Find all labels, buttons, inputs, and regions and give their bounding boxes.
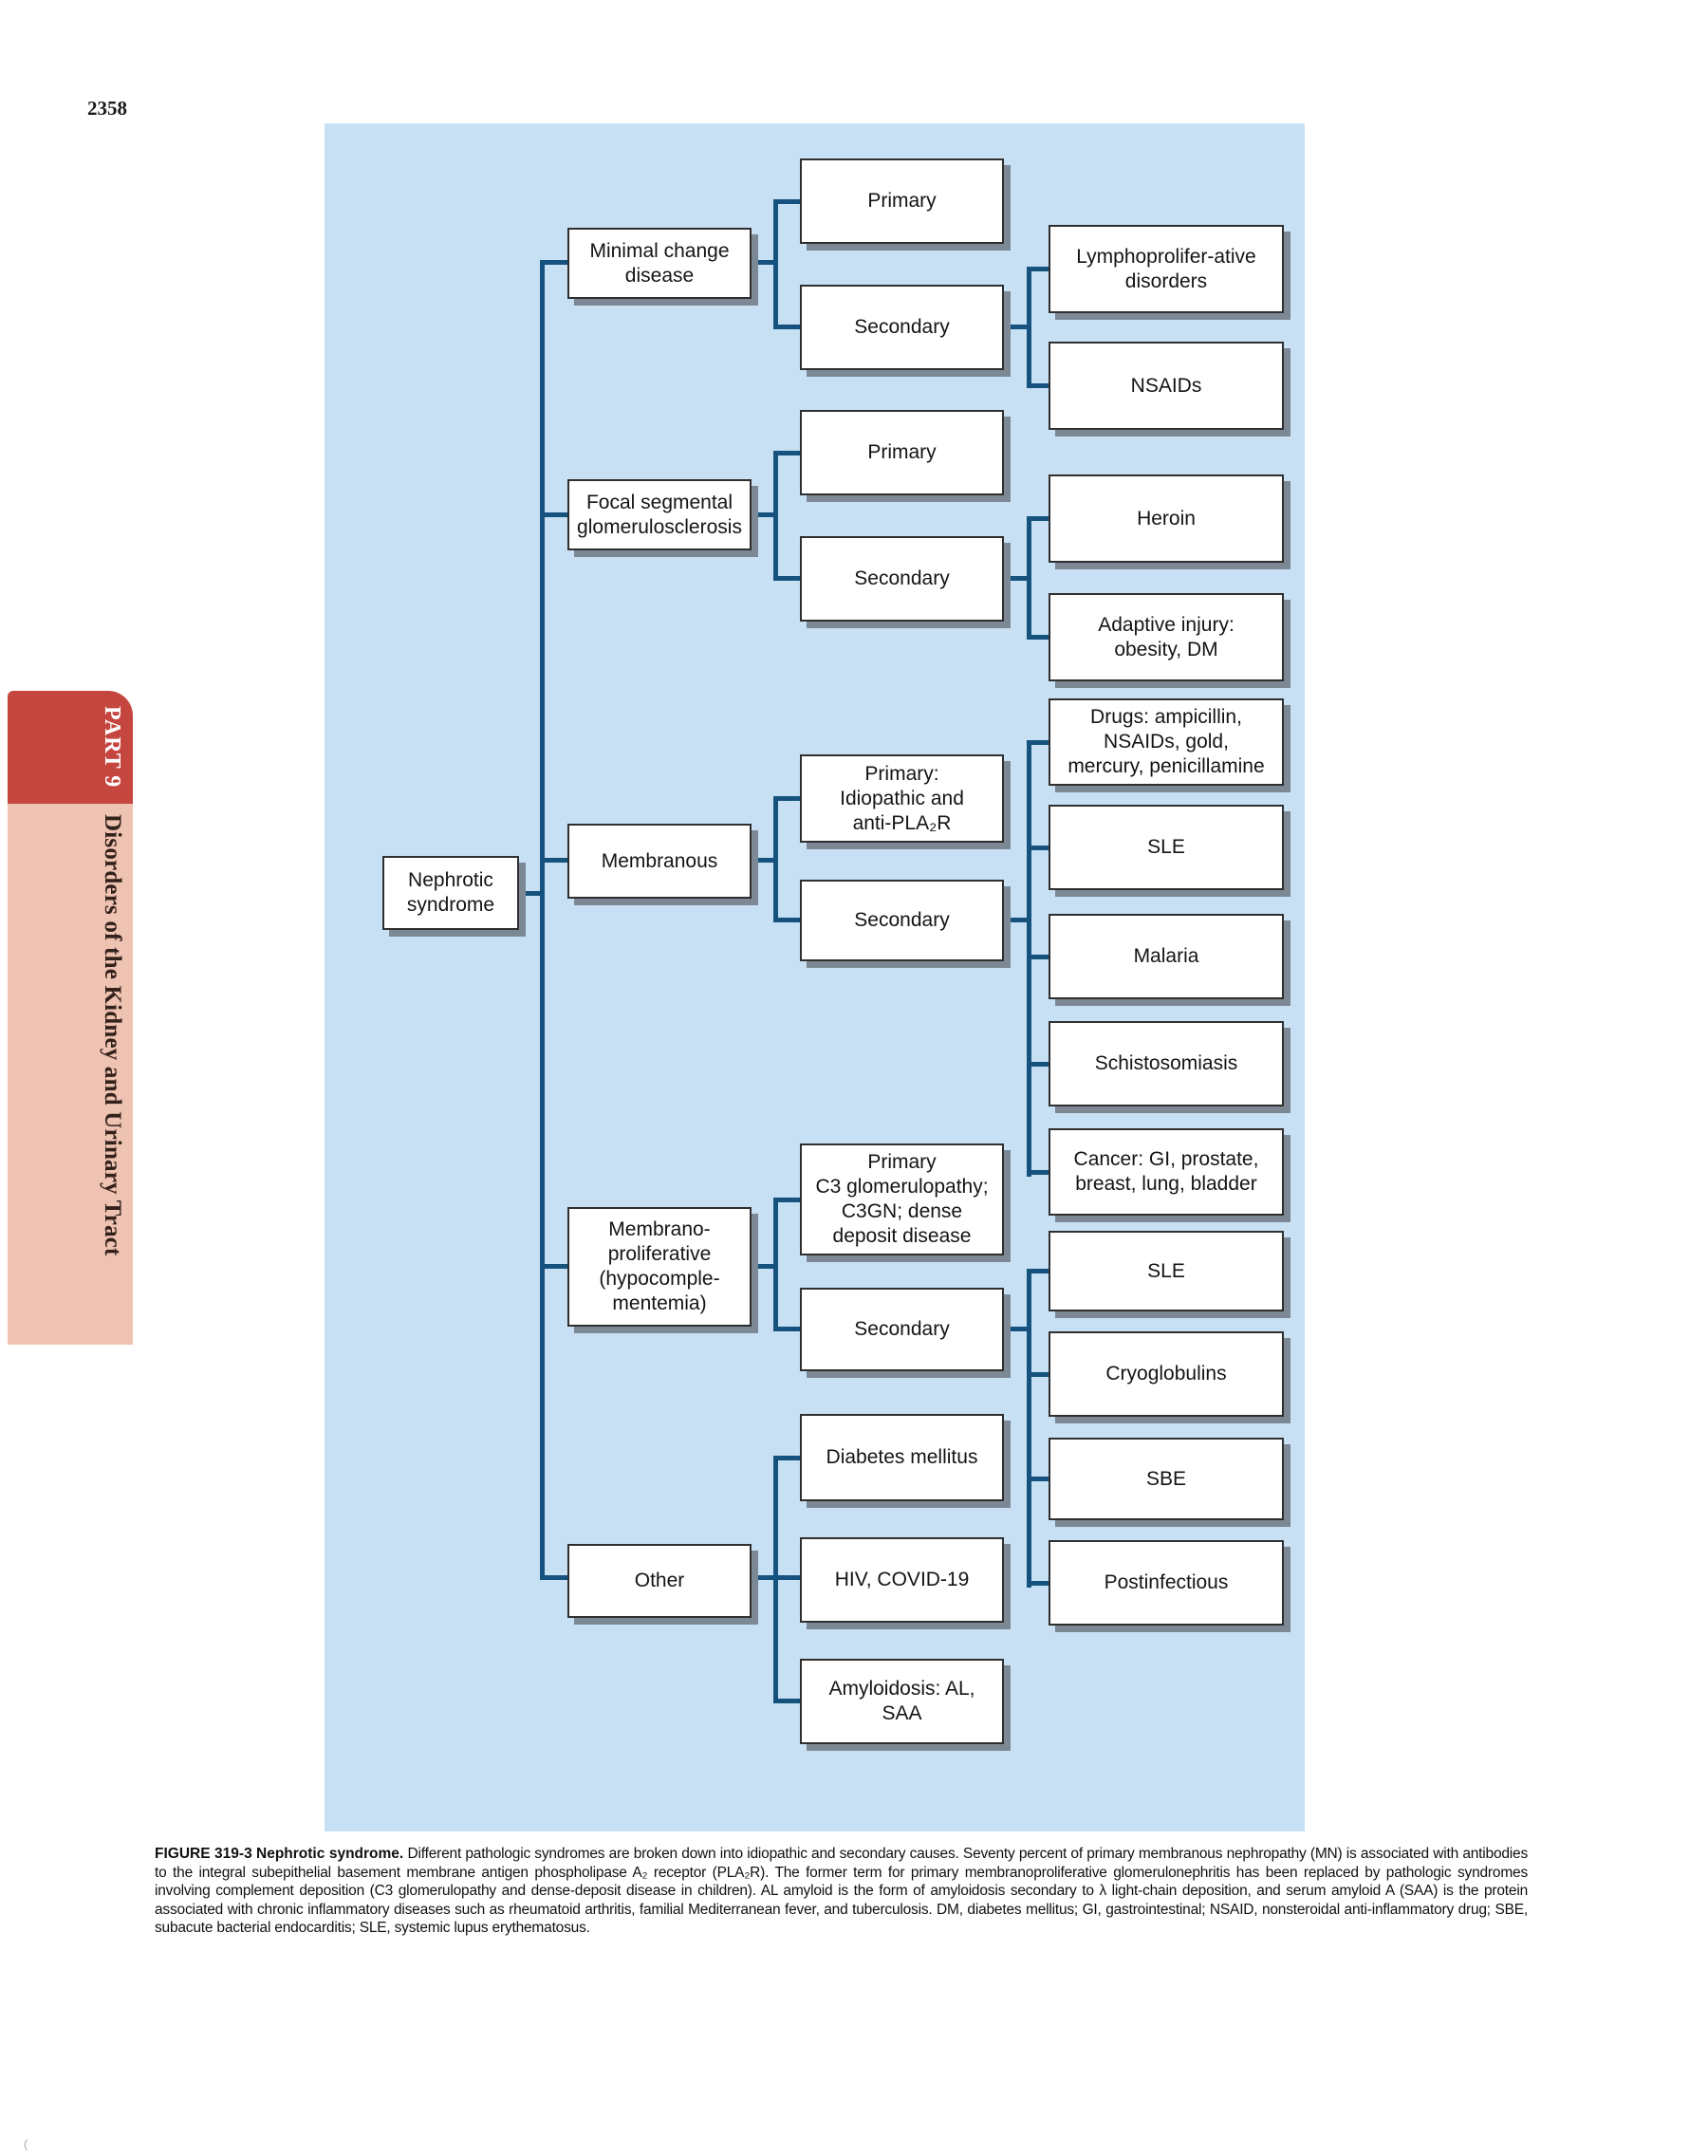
- connector-trunk: [540, 260, 545, 1580]
- connector: [778, 325, 800, 329]
- connector: [1030, 955, 1049, 959]
- connector: [1030, 383, 1049, 388]
- node-mpgn-sle: SLE: [1049, 1231, 1284, 1311]
- figure-caption-body: Different pathologic syndromes are broke…: [155, 1846, 1529, 1936]
- node-heroin: Heroin: [1049, 474, 1284, 563]
- connector: [1030, 1269, 1049, 1273]
- connector: [1004, 576, 1029, 581]
- part-label: PART 9: [100, 706, 124, 789]
- connector: [773, 1456, 778, 1703]
- connector: [540, 260, 567, 265]
- connector: [778, 1699, 800, 1703]
- connector: [1004, 1327, 1029, 1331]
- connector: [1030, 846, 1049, 850]
- connector: [540, 1575, 567, 1580]
- connector: [778, 199, 800, 204]
- figure-caption-label: FIGURE 319-3: [155, 1846, 252, 1862]
- node-membranous: Membranous: [567, 824, 752, 899]
- node-sbe: SBE: [1049, 1438, 1284, 1520]
- node-mcd-primary: Primary: [800, 158, 1004, 244]
- part-tab: [8, 691, 133, 804]
- connector-root: [519, 891, 545, 896]
- connector: [540, 858, 567, 863]
- node-mcd-secondary: Secondary: [800, 285, 1004, 370]
- section-title: Disorders of the Kidney and Urinary Trac…: [100, 814, 125, 1256]
- connector: [778, 796, 800, 801]
- node-membranous-sle: SLE: [1049, 805, 1284, 890]
- connector: [752, 1264, 778, 1269]
- node-amyloidosis: Amyloidosis: AL, SAA: [800, 1659, 1004, 1744]
- node-nephrotic-syndrome: Nephrotic syndrome: [382, 856, 519, 930]
- node-other: Other: [567, 1544, 752, 1618]
- node-nsaids: NSAIDs: [1049, 342, 1284, 430]
- connector: [1027, 1269, 1031, 1588]
- connector: [752, 858, 778, 863]
- node-membranous-secondary: Secondary: [800, 880, 1004, 961]
- connector: [752, 260, 778, 265]
- page-number: 2358: [87, 97, 127, 120]
- connector: [540, 1264, 567, 1269]
- connector: [1030, 635, 1049, 640]
- connector: [1027, 516, 1031, 640]
- node-hiv-covid19: HIV, COVID-19: [800, 1537, 1004, 1623]
- node-mpgn-primary: Primary C3 glomerulopathy; C3GN; dense d…: [800, 1143, 1004, 1255]
- connector: [1030, 1372, 1049, 1377]
- node-mpgn-secondary: Secondary: [800, 1288, 1004, 1371]
- connector: [1004, 325, 1029, 329]
- node-lymphoproliferative-disorders: Lymphoprolifer-ative disorders: [1049, 225, 1284, 313]
- connector: [1030, 516, 1049, 521]
- section-tab: [8, 804, 133, 1345]
- scan-artifact: (: [24, 2137, 28, 2151]
- connector: [778, 576, 800, 581]
- node-membranous-primary: Primary: Idiopathic and anti-PLA₂R: [800, 754, 1004, 843]
- node-minimal-change-disease: Minimal change disease: [567, 228, 752, 299]
- node-diabetes-mellitus: Diabetes mellitus: [800, 1414, 1004, 1501]
- node-adaptive-injury: Adaptive injury: obesity, DM: [1049, 593, 1284, 681]
- figure-caption: FIGURE 319-3 Nephrotic syndrome. Differe…: [155, 1845, 1528, 1938]
- connector: [778, 1327, 800, 1331]
- connector: [773, 796, 778, 922]
- connector: [778, 451, 800, 455]
- node-cryoglobulins: Cryoglobulins: [1049, 1331, 1284, 1417]
- connector: [1027, 740, 1031, 1177]
- node-malaria: Malaria: [1049, 914, 1284, 999]
- node-schistosomiasis: Schistosomiasis: [1049, 1021, 1284, 1106]
- connector: [778, 1456, 800, 1460]
- node-fsg-secondary: Secondary: [800, 536, 1004, 622]
- figure-caption-title: Nephrotic syndrome.: [256, 1846, 404, 1862]
- node-fsg-primary: Primary: [800, 410, 1004, 495]
- connector: [1030, 267, 1049, 271]
- connector: [1004, 918, 1029, 922]
- connector: [778, 918, 800, 922]
- node-membranoproliferative: Membrano- proliferative (hypocomple- men…: [567, 1207, 752, 1327]
- connector: [540, 512, 567, 517]
- connector: [1030, 1062, 1049, 1067]
- node-cancer: Cancer: GI, prostate, breast, lung, blad…: [1049, 1128, 1284, 1216]
- connector: [778, 1198, 800, 1202]
- connector: [1030, 1170, 1049, 1175]
- node-drugs: Drugs: ampicillin, NSAIDs, gold, mercury…: [1049, 698, 1284, 786]
- connector: [752, 512, 778, 517]
- connector: [1030, 1477, 1049, 1481]
- connector: [773, 451, 778, 581]
- node-postinfectious: Postinfectious: [1049, 1540, 1284, 1626]
- connector: [1027, 267, 1031, 388]
- connector: [1030, 1581, 1049, 1586]
- connector: [773, 199, 778, 329]
- connector: [773, 1198, 778, 1331]
- connector: [1030, 740, 1049, 745]
- node-focal-segmental-glomerulosclerosis: Focal segmental glomerulosclerosis: [567, 479, 752, 550]
